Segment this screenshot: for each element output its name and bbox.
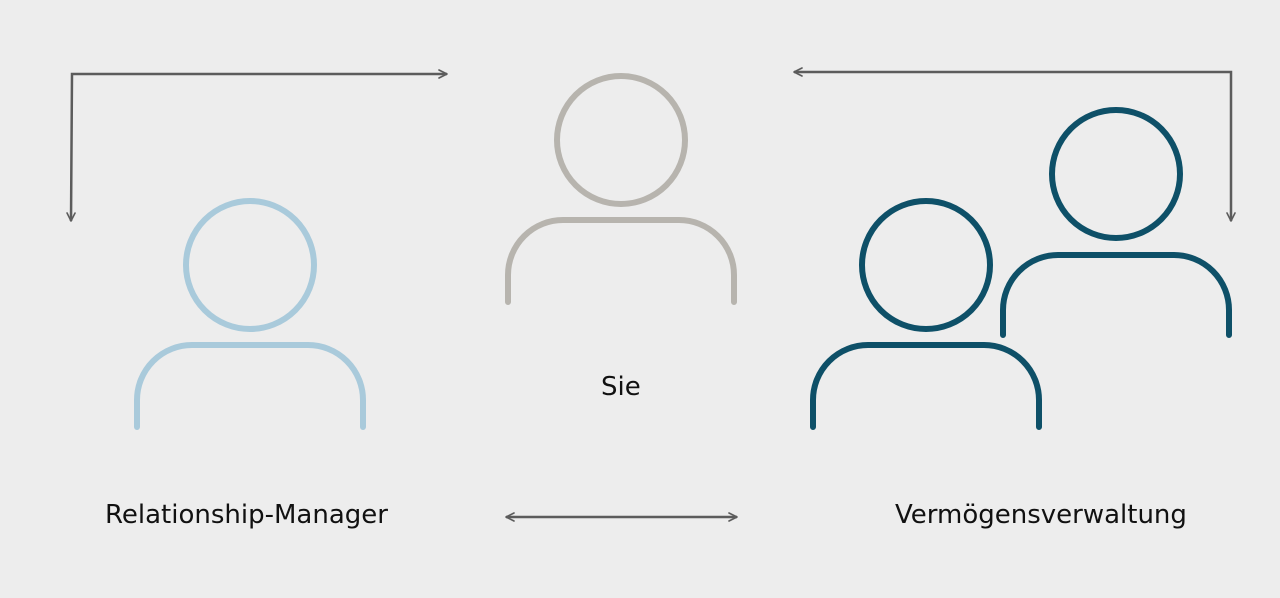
asset-management-persons-icon: [810, 107, 1232, 430]
asset-management-label: Vermögensverwaltung: [895, 500, 1187, 530]
you-person-icon: [505, 73, 737, 305]
relationship-manager-person-icon: [134, 198, 366, 430]
you-label: Sie: [601, 372, 641, 402]
connector-arrow-sie-vv: [793, 67, 1236, 222]
relationship-manager-label: Relationship-Manager: [105, 500, 388, 530]
connector-arrow-rm-sie: [66, 69, 448, 222]
